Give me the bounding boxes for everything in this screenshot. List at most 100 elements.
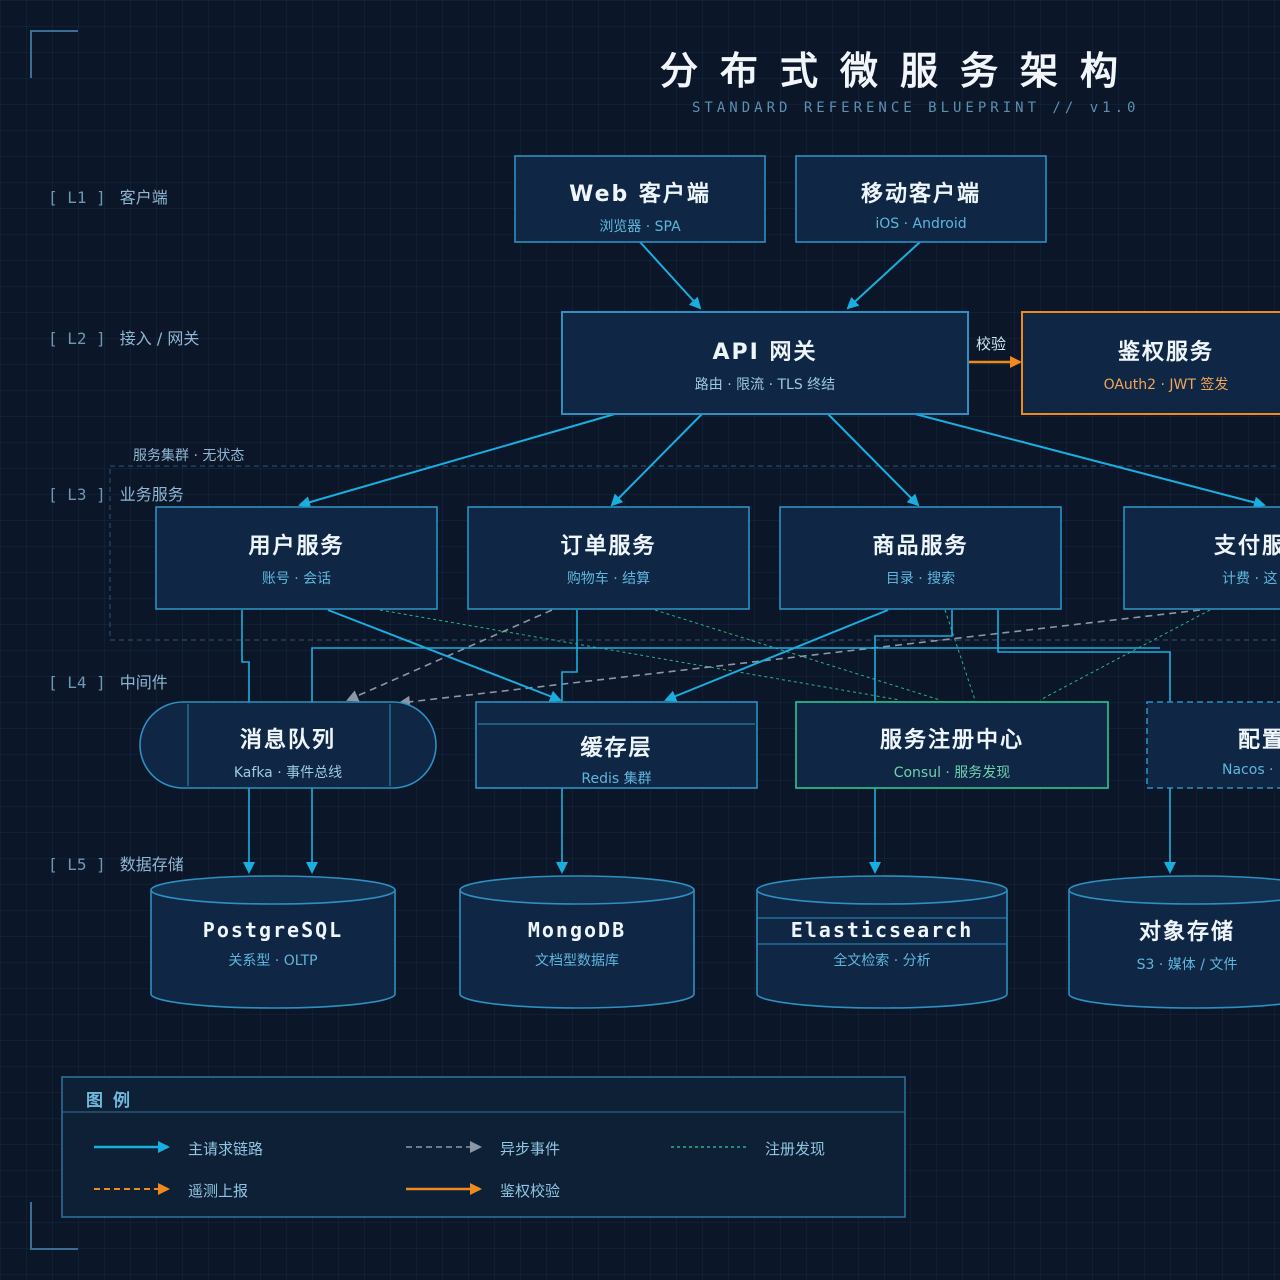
node-api-gateway: API 网关 路由 · 限流 · TLS 终结 <box>562 334 968 394</box>
link-mobile-gateway <box>846 241 921 310</box>
node-config-box[interactable] <box>1146 701 1280 789</box>
node-mobile-client-box[interactable] <box>795 155 1047 243</box>
node-message-queue: 消息队列 Kafka · 事件总线 <box>140 722 436 782</box>
db-postgresql-shape[interactable] <box>150 875 396 1009</box>
layer-label-l2: [ L2 ]接入 / 网关 <box>48 325 199 349</box>
node-mq-box[interactable] <box>139 701 437 789</box>
db-object-storage: 对象存储 S3 · 媒体 / 文件 <box>1069 914 1280 974</box>
db-object-storage-shape[interactable] <box>1068 875 1280 1009</box>
service-cluster-boundary <box>109 465 1280 641</box>
db-subtitle: S3 · 媒体 / 文件 <box>1136 957 1238 973</box>
link-product-cache <box>664 609 889 702</box>
node-title: 用户服务 <box>248 534 345 559</box>
node-order-service: 订单服务 购物车 · 结算 <box>468 528 749 588</box>
page-subtitle: STANDARD REFERENCE BLUEPRINT // v1.0 <box>692 100 1140 116</box>
corner-top-left <box>30 30 78 78</box>
link-web-gateway <box>639 241 702 310</box>
registry-link-product <box>944 609 976 701</box>
layer-name: 接入 / 网关 <box>119 329 200 348</box>
db-title: MongoDB <box>527 918 627 942</box>
node-pay-service: 支付服 计费 · 这 <box>1214 528 1280 588</box>
layer-tag: [ L1 ] <box>48 188 106 207</box>
layer-label-l3: [ L3 ]业务服务 <box>48 481 184 505</box>
node-cache-box[interactable] <box>475 701 758 789</box>
registry-link-order <box>654 609 941 701</box>
async-link-order-mq <box>346 609 553 702</box>
node-title: Web 客户端 <box>569 182 711 207</box>
db-elasticsearch: Elasticsearch 全文检索 · 分析 <box>757 918 1007 970</box>
layer-name: 客户端 <box>119 188 168 207</box>
node-user-service: 用户服务 账号 · 会话 <box>156 528 437 588</box>
node-subtitle: iOS · Android <box>875 216 967 232</box>
node-title: 鉴权服务 <box>1117 340 1214 365</box>
node-registry-box[interactable] <box>795 701 1109 789</box>
node-subtitle: 浏览器 · SPA <box>599 219 681 235</box>
registry-link-user <box>379 609 901 701</box>
link-gateway-user <box>298 413 616 508</box>
registry-links <box>379 609 1211 701</box>
node-title: API 网关 <box>712 340 818 365</box>
db-title: 对象存储 <box>1138 920 1235 945</box>
layer-name: 数据存储 <box>119 855 184 874</box>
node-auth-service: 鉴权服务 OAuth2 · JWT 签发 <box>1022 334 1280 394</box>
node-title: 商品服务 <box>872 534 969 559</box>
node-title: 支付服 <box>1214 534 1280 559</box>
main-links <box>298 241 1266 702</box>
node-product-service-box[interactable] <box>779 506 1062 610</box>
node-config-center: 配置 Nacos · <box>1222 722 1280 778</box>
link-user-cache <box>327 609 562 702</box>
node-title: 消息队列 <box>239 728 336 753</box>
node-subtitle: 计费 · 这 <box>1222 571 1278 587</box>
legend-label-registry: 注册发现 <box>765 1140 826 1158</box>
node-title: 订单服务 <box>560 534 657 559</box>
db-title: Elasticsearch <box>790 918 974 942</box>
db-elasticsearch-shape[interactable] <box>756 875 1008 1009</box>
async-link-pay-mq <box>398 609 1201 708</box>
corner-bottom-left <box>30 1202 78 1250</box>
node-title: 移动客户端 <box>860 182 981 207</box>
db-subtitle: 文档型数据库 <box>535 953 619 969</box>
node-auth-service-box[interactable] <box>1021 311 1280 415</box>
node-subtitle: 目录 · 搜索 <box>885 571 956 587</box>
db-postgresql: PostgreSQL 关系型 · OLTP <box>151 918 395 970</box>
legend-box <box>61 1076 906 1218</box>
link-pay-pg <box>306 647 1160 874</box>
node-user-service-box[interactable] <box>155 506 438 610</box>
node-mobile-client: 移动客户端 iOS · Android <box>796 176 1046 232</box>
layer-label-l4: [ L4 ] 中间件 <box>48 669 168 693</box>
layer-tag: [ L5 ] <box>48 855 106 874</box>
node-subtitle: 购物车 · 结算 <box>566 571 651 587</box>
layer-name: 业务服务 <box>119 485 184 504</box>
node-web-client: Web 客户端 浏览器 · SPA <box>515 176 765 236</box>
node-product-service: 商品服务 目录 · 搜索 <box>780 528 1061 588</box>
layer-tag: [ L4 ] <box>48 673 106 692</box>
node-title: 服务注册中心 <box>879 728 1024 753</box>
link-gateway-pay <box>914 413 1266 509</box>
page-title: 分布式微服务架构 <box>660 49 1141 93</box>
node-api-gateway-box[interactable] <box>561 311 969 415</box>
node-pay-service-box[interactable] <box>1123 506 1280 610</box>
edge-label-auth-check: 校验 <box>976 335 1007 353</box>
db-subtitle: 关系型 · OLTP <box>228 953 318 969</box>
node-title: 缓存层 <box>580 736 653 761</box>
cluster-label: 服务集群 · 无状态 <box>133 448 245 464</box>
db-title: PostgreSQL <box>202 918 344 942</box>
registry-link-pay <box>1039 609 1211 701</box>
node-order-service-box[interactable] <box>467 506 750 610</box>
node-subtitle: Nacos · <box>1222 762 1274 778</box>
db-mongodb: MongoDB 文档型数据库 <box>460 918 694 970</box>
legend-label-async: 异步事件 <box>500 1140 561 1158</box>
layer-name: 中间件 <box>119 673 168 692</box>
node-web-client-box[interactable] <box>514 155 766 243</box>
node-subtitle: 账号 · 会话 <box>261 571 332 587</box>
legend-label-auth: 鉴权校验 <box>500 1182 561 1200</box>
link-gateway-order <box>610 413 703 507</box>
node-subtitle: Consul · 服务发现 <box>893 765 1011 781</box>
async-links <box>346 609 1201 708</box>
layer-label-l1: [ L1 ] 客户端 <box>48 184 168 208</box>
node-subtitle: Redis 集群 <box>581 771 652 787</box>
db-mongodb-shape[interactable] <box>459 875 695 1009</box>
node-cache-layer: 缓存层 Redis 集群 <box>476 730 757 788</box>
node-subtitle: OAuth2 · JWT 签发 <box>1103 377 1229 393</box>
